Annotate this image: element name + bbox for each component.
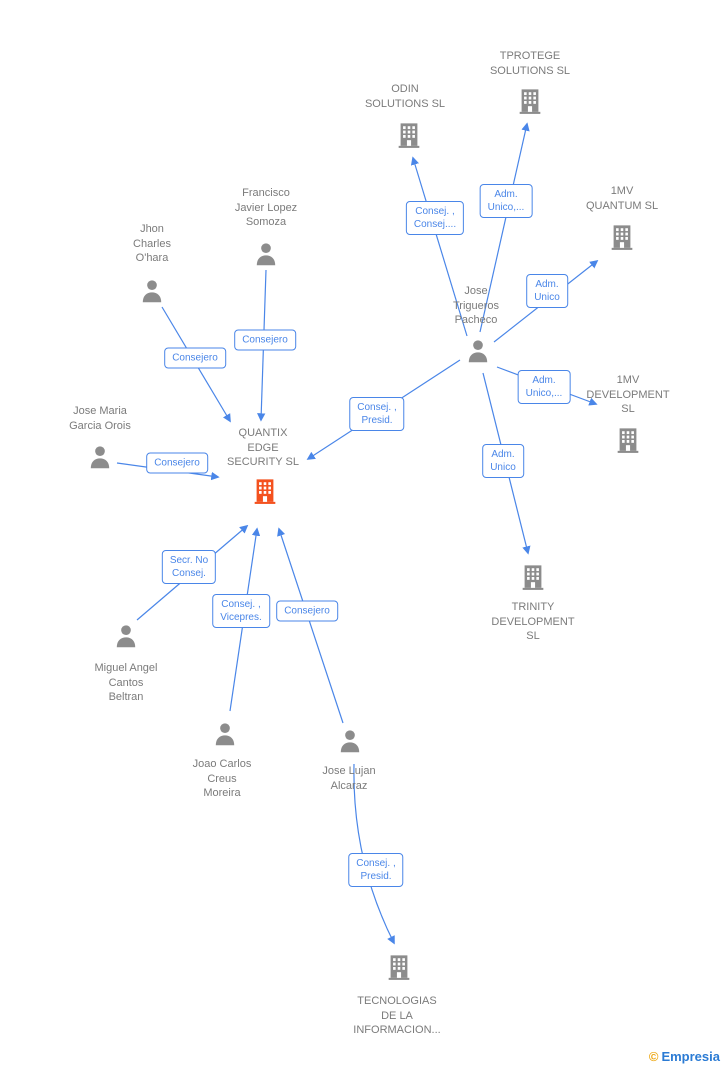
node-label-tecnologias-de-la-informacion[interactable]: TECNOLOGIAS DE LA INFORMACION... xyxy=(353,995,441,1036)
node-odin-solutions-sl[interactable] xyxy=(394,120,425,151)
node-label-trinity-development-sl[interactable]: TRINITY DEVELOPMENT SL xyxy=(491,601,575,642)
node-quantix-edge-security-sl[interactable] xyxy=(250,476,281,507)
node-tecnologias-de-la-informacion[interactable] xyxy=(384,952,415,983)
edge-label-adm-unico-quantum: Adm. Unico xyxy=(526,274,568,308)
node-tprotege-solutions-sl[interactable] xyxy=(515,86,546,117)
node-label-jose-maria-garcia-orois[interactable]: Jose Maria Garcia Orois xyxy=(69,405,131,432)
node-label-jose-lujan-alcaraz[interactable]: Jose Lujan Alcaraz xyxy=(322,765,376,792)
node-label-quantix-edge-security-sl[interactable]: QUANTIX EDGE SECURITY SL xyxy=(227,427,299,468)
edge-label-adm-unico-trinity: Adm. Unico xyxy=(482,444,524,478)
edge-label-consejero-lujan: Consejero xyxy=(276,600,338,622)
empresia-logo: Empresia xyxy=(661,1049,720,1064)
node-label-1mv-development-sl[interactable]: 1MV DEVELOPMENT SL xyxy=(586,374,670,415)
node-label-odin-solutions-sl[interactable]: ODIN SOLUTIONS SL xyxy=(364,83,446,110)
node-label-jhon-charles-ohara[interactable]: Jhon Charles O'hara xyxy=(133,223,171,264)
node-jose-trigueros-pacheco[interactable] xyxy=(465,338,492,365)
node-label-jose-trigueros-pacheco[interactable]: Jose Trigueros Pacheco xyxy=(452,285,500,326)
node-label-miguel-angel-cantos-beltran[interactable]: Miguel Angel Cantos Beltran xyxy=(94,662,158,703)
edge-label-consej-presid-tecnologias: Consej. , Presid. xyxy=(348,853,404,887)
node-1mv-quantum-sl[interactable] xyxy=(607,222,638,253)
person-icon xyxy=(465,338,492,365)
node-jose-lujan-alcaraz[interactable] xyxy=(337,728,364,755)
edge-label-consejero-somoza: Consejero xyxy=(234,329,296,351)
node-francisco-javier-lopez-somoza[interactable] xyxy=(253,241,280,268)
edge-label-consej-presid-quantix: Consej. , Presid. xyxy=(349,397,405,431)
node-joao-carlos-creus-moreira[interactable] xyxy=(212,721,239,748)
empresia-watermark[interactable]: ©Empresia xyxy=(649,1049,720,1064)
node-label-tprotege-solutions-sl[interactable]: TPROTEGE SOLUTIONS SL xyxy=(489,50,571,77)
edge-label-consej-consej-odin: Consej. , Consej.... xyxy=(405,201,465,235)
person-icon xyxy=(113,623,140,650)
node-1mv-development-sl[interactable] xyxy=(613,425,644,456)
building-icon xyxy=(607,222,638,253)
edge-line xyxy=(479,122,530,333)
person-icon xyxy=(337,728,364,755)
building-icon xyxy=(384,952,415,983)
person-icon xyxy=(87,444,114,471)
building-icon xyxy=(515,86,546,117)
edge-label-consej-vicepres: Consej. , Vicepres. xyxy=(212,594,270,628)
person-icon xyxy=(212,721,239,748)
building-icon xyxy=(394,120,425,151)
building-icon-highlighted xyxy=(250,476,281,507)
edge-label-secr-no-consej: Secr. No Consej. xyxy=(161,550,217,584)
copyright-symbol: © xyxy=(648,1049,659,1064)
building-icon xyxy=(613,425,644,456)
edge-label-consejero-orois: Consejero xyxy=(146,452,208,474)
node-jhon-charles-ohara[interactable] xyxy=(139,278,166,305)
node-trinity-development-sl[interactable] xyxy=(518,562,549,593)
edge-label-consejero-ohara: Consejero xyxy=(164,347,226,369)
person-icon xyxy=(139,278,166,305)
person-icon xyxy=(253,241,280,268)
node-label-joao-carlos-creus-moreira[interactable]: Joao Carlos Creus Moreira xyxy=(192,758,252,799)
edge-line xyxy=(277,527,344,724)
node-jose-maria-garcia-orois[interactable] xyxy=(87,444,114,471)
edge-label-adm-unico-tprotege: Adm. Unico,... xyxy=(479,184,533,218)
edge-line xyxy=(410,156,468,337)
node-miguel-angel-cantos-beltran[interactable] xyxy=(113,623,140,650)
edge-label-adm-unico-development: Adm. Unico,... xyxy=(517,370,571,404)
node-label-francisco-javier-lopez-somoza[interactable]: Francisco Javier Lopez Somoza xyxy=(234,187,298,228)
building-icon xyxy=(518,562,549,593)
node-label-1mv-quantum-sl[interactable]: 1MV QUANTUM SL xyxy=(585,185,659,212)
